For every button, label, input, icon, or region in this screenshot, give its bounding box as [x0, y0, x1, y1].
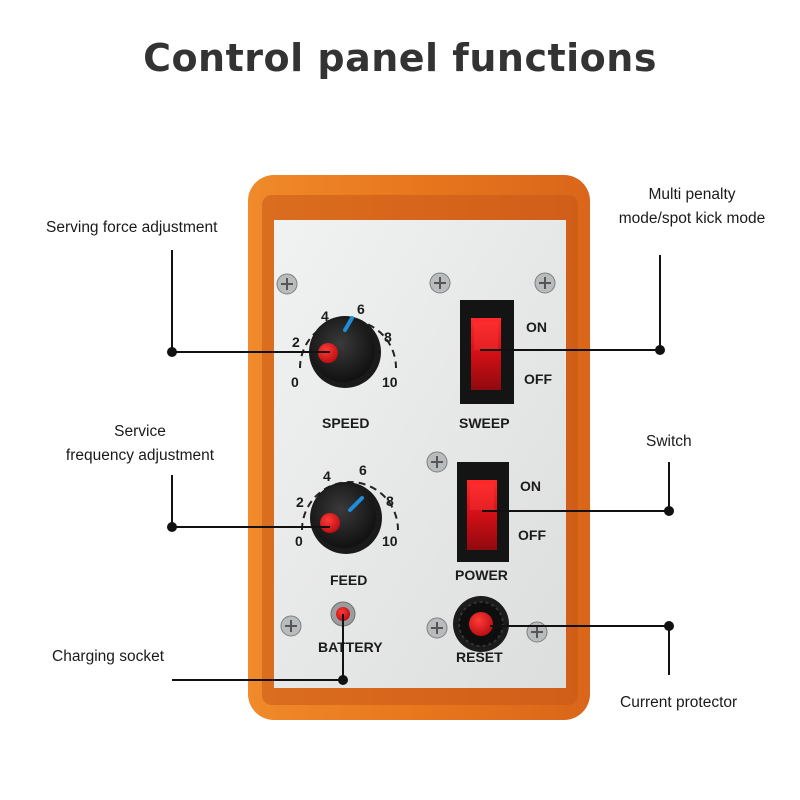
speed-tick-10: 10 — [382, 374, 398, 390]
power-on-label: ON — [520, 478, 541, 494]
callout-charging-socket: Charging socket — [52, 648, 165, 665]
callout-serving-force: Serving force adjustment — [46, 219, 218, 236]
feed-label: FEED — [330, 572, 367, 588]
reset-button[interactable]: RESET — [453, 596, 509, 665]
callout-multi-penalty-line2: mode/spot kick mode — [618, 210, 766, 227]
screw-icon — [280, 615, 302, 637]
screw-icon — [429, 272, 451, 294]
sweep-switch[interactable]: ON OFF SWEEP — [459, 300, 552, 431]
speed-indicator — [343, 316, 354, 332]
speed-tick-8: 8 — [384, 329, 392, 345]
reset-label: RESET — [456, 649, 503, 665]
callout-service-frequency-line1: Service — [114, 423, 166, 440]
speed-dial[interactable]: 0 2 4 6 8 10 SPEED — [291, 301, 398, 431]
feed-dial[interactable]: 0 2 4 6 8 10 FEED — [295, 462, 399, 588]
page-title: Control panel functions — [143, 36, 657, 80]
faceplate — [274, 220, 566, 688]
speed-tick-6: 6 — [357, 301, 365, 317]
feed-tick-6: 6 — [359, 462, 367, 478]
rocker-switch-icon — [471, 318, 501, 390]
speed-label: SPEED — [322, 415, 369, 431]
feed-tick-10: 10 — [382, 533, 398, 549]
battery-label: BATTERY — [318, 639, 383, 655]
feed-tick-4: 4 — [323, 468, 331, 484]
sweep-on-label: ON — [526, 319, 547, 335]
callout-dots — [167, 345, 674, 685]
feed-tick-0: 0 — [295, 533, 303, 549]
speed-tick-2: 2 — [292, 334, 300, 350]
callout-multi-penalty-line1: Multi penalty — [648, 186, 736, 203]
power-label: POWER — [455, 567, 508, 583]
callout-current-protector: Current protector — [620, 694, 738, 711]
feed-indicator — [348, 496, 364, 512]
feed-tick-8: 8 — [386, 493, 394, 509]
screw-icon — [534, 272, 556, 294]
callout-service-frequency-line2: frequency adjustment — [65, 447, 215, 464]
callout-switch: Switch — [646, 433, 692, 450]
power-off-label: OFF — [518, 527, 546, 543]
screw-icon — [426, 451, 448, 473]
rocker-switch-icon — [467, 480, 497, 550]
speed-tick-0: 0 — [291, 374, 299, 390]
sweep-label: SWEEP — [459, 415, 510, 431]
sweep-off-label: OFF — [524, 371, 552, 387]
screw-icon — [426, 617, 448, 639]
feed-tick-2: 2 — [296, 494, 304, 510]
speed-tick-4: 4 — [321, 308, 329, 324]
callout-multi-penalty: Multi penalty mode/spot kick mode — [592, 183, 792, 231]
power-switch[interactable]: ON OFF POWER — [455, 462, 546, 583]
callout-service-frequency: Service frequency adjustment — [40, 420, 240, 468]
screw-icon — [276, 273, 298, 295]
